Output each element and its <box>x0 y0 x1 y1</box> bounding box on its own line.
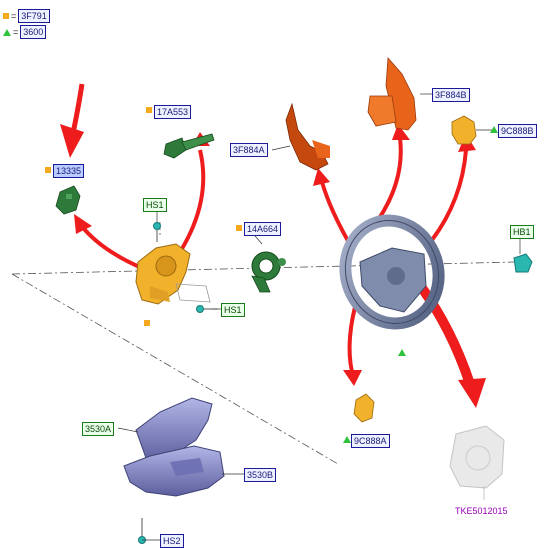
callout-13335[interactable]: 13335 <box>53 164 85 178</box>
arrow-to-17A553 <box>178 149 206 254</box>
triangle-marker-icon <box>343 436 351 443</box>
callout-HS1-top[interactable]: HS1 <box>143 198 167 212</box>
legend-equals: = <box>11 11 17 21</box>
part-steering-wheel[interactable] <box>332 208 452 335</box>
arrowhead-9C888A <box>343 370 362 386</box>
legend-code-3600[interactable]: 3600 <box>20 25 47 39</box>
legend-service-kit: = 3F791 <box>3 9 50 23</box>
callout-3F884A[interactable]: 3F884A <box>230 143 268 157</box>
callout-HB1[interactable]: HB1 <box>510 225 534 239</box>
part-9C888A-switch[interactable] <box>353 393 375 423</box>
arrow-to-13335 <box>78 222 143 270</box>
callout-3F884B[interactable]: 3F884B <box>432 88 470 102</box>
part-3F884A-paddle-left[interactable] <box>285 102 330 171</box>
part-17A553-stalk[interactable] <box>163 133 215 159</box>
part-airbag-module[interactable] <box>449 425 505 500</box>
callout-17A553[interactable]: 17A553 <box>154 105 192 119</box>
square-marker-icon <box>236 225 242 231</box>
part-3F791-clockspring-housing[interactable] <box>135 243 211 305</box>
part-3530B-lower-shroud[interactable] <box>123 445 225 497</box>
square-marker-icon <box>3 13 9 19</box>
part-3F884B-paddle-right[interactable] <box>367 57 417 131</box>
document-id: TKE5012015 <box>455 506 508 516</box>
arrow-to-3F884B <box>376 137 403 222</box>
square-marker-icon <box>144 320 150 326</box>
callout-3530B[interactable]: 3530B <box>244 468 277 482</box>
legend-supplied: = 3600 <box>3 25 47 39</box>
removal-arrow-13335 <box>60 83 85 158</box>
callout-9C888B[interactable]: 9C888B <box>498 124 537 138</box>
square-marker-icon <box>146 107 152 113</box>
part-HB1-bolt[interactable] <box>513 253 533 273</box>
part-14A664-clockspring[interactable] <box>251 251 286 293</box>
part-9C888B-switch[interactable] <box>451 115 477 145</box>
arrowhead-3F884A <box>313 168 330 186</box>
arrow-to-9C888B <box>430 149 468 242</box>
arrow-to-3F884A <box>320 181 354 250</box>
legend-code-3F791[interactable]: 3F791 <box>18 9 50 23</box>
part-HS1-screw-top[interactable] <box>153 222 161 243</box>
triangle-marker-icon <box>3 28 11 36</box>
callout-HS1-bottom[interactable]: HS1 <box>221 303 245 317</box>
callout-14A664[interactable]: 14A664 <box>244 222 282 236</box>
square-marker-icon <box>45 167 51 173</box>
triangle-marker-icon <box>490 126 498 133</box>
callout-HS2[interactable]: HS2 <box>160 534 184 548</box>
callout-9C888A[interactable]: 9C888A <box>351 434 390 448</box>
arrowhead-13335 <box>74 214 92 234</box>
part-13335-switch[interactable] <box>55 185 81 215</box>
legend-equals: = <box>13 27 19 37</box>
triangle-marker-icon <box>398 349 406 356</box>
callout-3530A[interactable]: 3530A <box>82 422 115 436</box>
